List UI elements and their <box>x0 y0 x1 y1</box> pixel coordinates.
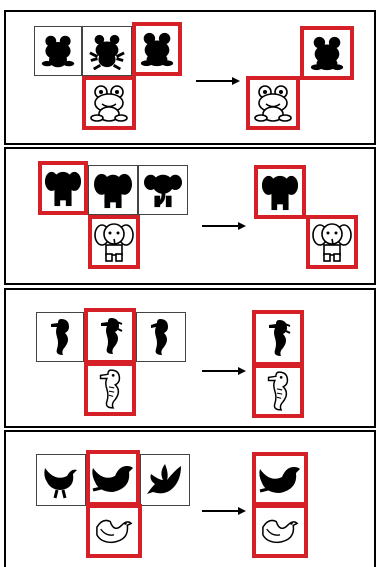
bird-result-silhouette <box>252 452 308 506</box>
elephant-silhouette-3-icon <box>142 171 184 209</box>
frog-silhouette-3-icon <box>138 30 176 68</box>
bird-silhouette-2-icon <box>258 459 302 499</box>
elephant-silhouette-2-icon <box>92 171 134 209</box>
seahorse-option-2-selected[interactable] <box>84 308 136 364</box>
elephant-silhouette-1-icon <box>44 168 82 208</box>
frog-query-card[interactable] <box>82 76 136 130</box>
bird-option-3[interactable] <box>140 454 190 506</box>
seahorse-silhouette-3-icon <box>148 317 174 357</box>
seahorse-result-outline <box>252 364 304 418</box>
frog-outline-icon <box>252 83 294 123</box>
arrow-icon <box>196 76 240 86</box>
seahorse-option-1[interactable] <box>36 312 84 362</box>
frog-result-silhouette <box>300 26 354 80</box>
seahorse-silhouette-1-icon <box>47 317 73 357</box>
elephant-silhouette-1-icon <box>261 172 299 212</box>
seahorse-query-card[interactable] <box>84 362 136 416</box>
bird-option-1[interactable] <box>36 454 86 506</box>
bird-silhouette-1-icon <box>41 460 81 500</box>
elephant-option-3[interactable] <box>138 165 188 215</box>
bird-option-2-selected[interactable] <box>86 450 140 506</box>
panel-frog <box>4 10 376 145</box>
frog-silhouette-2-icon <box>87 32 127 70</box>
seahorse-silhouette-2-icon <box>97 316 123 356</box>
bird-silhouette-3-icon <box>145 460 185 500</box>
elephant-result-silhouette <box>254 165 306 219</box>
arrow-icon <box>202 506 246 516</box>
bird-outline-icon <box>258 512 302 550</box>
elephant-outline-icon <box>94 221 134 263</box>
frog-outline-icon <box>88 83 130 123</box>
seahorse-outline-icon <box>96 368 124 410</box>
panel-bird <box>4 430 376 567</box>
elephant-outline-icon <box>312 221 352 263</box>
seahorse-silhouette-2-icon <box>265 318 291 358</box>
frog-option-3-selected[interactable] <box>132 22 182 76</box>
panel-elephant <box>4 147 376 285</box>
seahorse-outline-icon <box>264 370 292 412</box>
bird-silhouette-2-icon <box>91 458 135 498</box>
arrow-icon <box>202 366 246 376</box>
frog-result-outline <box>246 76 300 130</box>
panel-seahorse <box>4 288 376 428</box>
bird-query-card[interactable] <box>86 504 142 558</box>
elephant-query-card[interactable] <box>88 215 140 269</box>
cropped-heading <box>0 0 377 3</box>
bird-result-outline <box>252 504 308 558</box>
elephant-option-2[interactable] <box>88 165 138 215</box>
elephant-option-1-selected[interactable] <box>38 161 88 215</box>
frog-option-2[interactable] <box>82 26 132 76</box>
seahorse-option-3[interactable] <box>136 312 186 362</box>
frog-option-1[interactable] <box>34 26 82 76</box>
bird-outline-icon <box>92 512 136 550</box>
arrow-icon <box>202 221 246 231</box>
seahorse-result-silhouette <box>252 310 304 366</box>
frog-silhouette-3-icon <box>308 34 346 72</box>
frog-silhouette-1-icon <box>39 33 77 69</box>
elephant-result-outline <box>306 215 358 269</box>
